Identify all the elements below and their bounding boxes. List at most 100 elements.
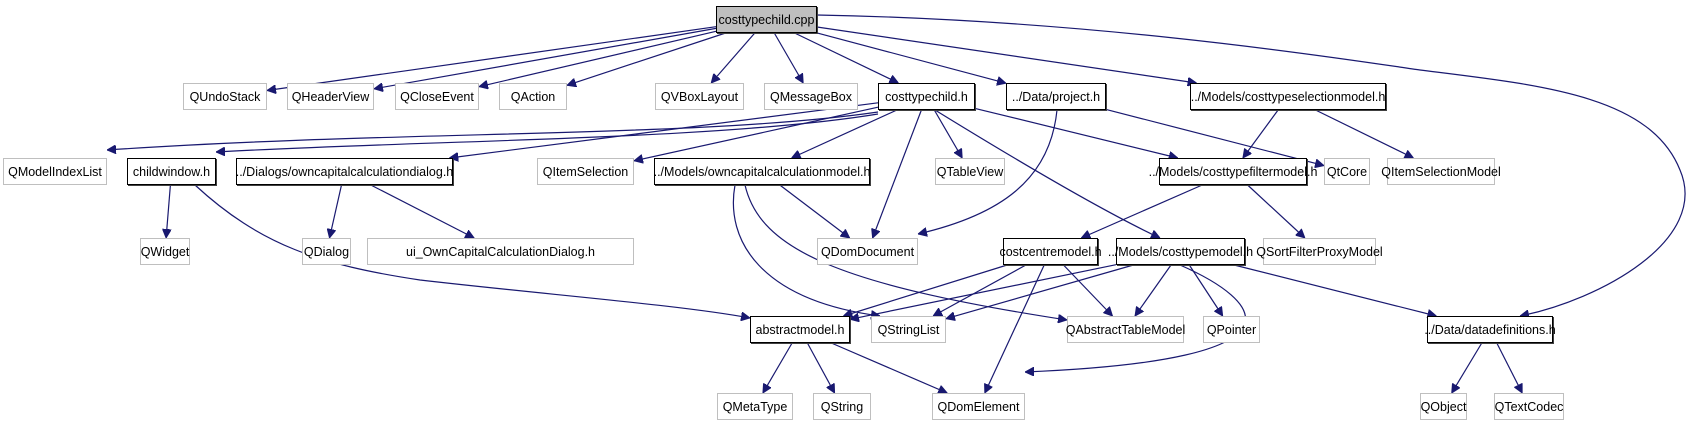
node-costtypemodel-h[interactable]: ../Models/costtypemodel.h — [1108, 238, 1253, 265]
node-label: QPointer — [1206, 322, 1257, 337]
node-label: QWidget — [140, 244, 190, 259]
edge-childwindow-h-to-abstractmodel-h — [194, 184, 750, 318]
node-label: QTextCodec — [1494, 399, 1564, 414]
node-qtableview[interactable]: QTableView — [935, 158, 1005, 185]
edge-owncapdialog-h-to-qdialog — [330, 184, 343, 238]
node-costtypefiltermodel-h[interactable]: ../Models/costtypefiltermodel.h — [1149, 158, 1317, 185]
node-datadefinitions-h[interactable]: ../Data/datadefinitions.h — [1424, 316, 1556, 343]
node-costtypechild-h[interactable]: costtypechild.h — [878, 83, 975, 110]
edge-costtypechild-h-to-costtypemodel-h — [934, 109, 1160, 238]
node-owncapmodel-h[interactable]: ../Models/owncapitalcalculationmodel.h — [654, 158, 870, 185]
edge-costtypemodel-h-to-abstractmodel-h — [850, 264, 1117, 320]
edge-datadefinitions-h-to-qtextcodec — [1496, 342, 1523, 393]
node-qstring[interactable]: QString — [813, 393, 871, 420]
node-label: abstractmodel.h — [755, 322, 845, 337]
edge-costtypeselectionmodel-h-to-qitemselectionmodel — [1315, 109, 1414, 159]
node-qmodelindexlist[interactable]: QModelIndexList — [3, 158, 107, 185]
node-costcentremodel-h[interactable]: costcentremodel.h — [999, 238, 1102, 265]
node-qmessagebox[interactable]: QMessageBox — [764, 83, 858, 110]
edge-costtypechild-h-to-costtypefiltermodel-h — [974, 107, 1178, 158]
edge-costtypechild-h-to-owncapdialog-h — [449, 102, 879, 158]
edge-root-to-costtypechild-h — [794, 32, 899, 83]
edge-costtypechild-h-to-qdomdocument — [873, 109, 922, 238]
edge-abstractmodel-h-to-qdomelement — [831, 342, 947, 393]
node-qobject[interactable]: QObject — [1420, 393, 1467, 420]
node-qmetatype[interactable]: QMetaType — [717, 393, 793, 420]
edge-root-to-qmessagebox — [773, 32, 804, 83]
node-label: QStringList — [877, 322, 940, 337]
edge-costcentremodel-h-to-qstringlist — [933, 264, 1027, 317]
edge-project-h-to-qdomdocument — [918, 109, 1058, 234]
edge-costcentremodel-h-to-qdomelement — [985, 264, 1045, 393]
node-qcloseevent[interactable]: QCloseEvent — [395, 83, 479, 110]
edge-childwindow-h-to-qwidget — [166, 184, 170, 238]
node-qundostack[interactable]: QUndoStack — [183, 83, 267, 110]
edge-costcentremodel-h-to-abstractmodel-h — [843, 264, 1008, 316]
node-project-h[interactable]: ../Data/project.h — [1006, 83, 1106, 110]
edge-costtypemodel-h-to-qabstracttablemodel — [1135, 264, 1172, 316]
node-qheaderview[interactable]: QHeaderView — [287, 83, 374, 110]
node-label: ../Dialogs/owncapitalcalculationdialog.h — [235, 164, 454, 179]
edge-root-to-costtypeselectionmodel-h — [816, 26, 1197, 83]
node-label: QAbstractTableModel — [1065, 322, 1186, 337]
node-ui-owncap-h[interactable]: ui_OwnCapitalCalculationDialog.h — [367, 238, 634, 265]
node-label: QDomElement — [937, 399, 1020, 414]
edge-datadefinitions-h-to-qobject — [1452, 342, 1483, 393]
edge-owncapmodel-h-to-qdomdocument — [779, 184, 850, 238]
edge-root-to-qundostack — [267, 26, 717, 91]
node-label: QVBoxLayout — [660, 89, 739, 104]
node-qwidget[interactable]: QWidget — [140, 238, 190, 265]
node-label: costcentremodel.h — [999, 244, 1102, 259]
node-label: costtypechild.cpp — [718, 12, 815, 27]
edge-costtypemodel-h-to-qstringlist — [946, 264, 1134, 319]
node-qtcore[interactable]: QtCore — [1324, 158, 1370, 185]
node-label: QAction — [510, 89, 556, 104]
node-qstringlist[interactable]: QStringList — [871, 316, 946, 343]
edge-root-to-qcloseevent — [479, 30, 717, 86]
edge-root-to-project-h — [816, 32, 1006, 83]
node-label: QTableView — [936, 164, 1004, 179]
node-qitemselection[interactable]: QItemSelection — [537, 158, 634, 185]
node-label: QItemSelection — [542, 164, 629, 179]
edge-costtypechild-h-to-qmodelindexlist — [107, 111, 879, 150]
edge-abstractmodel-h-to-qstring — [806, 342, 836, 393]
edge-costtypechild-h-to-qitemselection — [634, 106, 879, 161]
node-label: ui_OwnCapitalCalculationDialog.h — [406, 244, 595, 259]
edge-costtypemodel-h-to-datadefinitions-h — [1233, 264, 1436, 316]
node-root[interactable]: costtypechild.cpp — [716, 6, 817, 33]
node-qaction[interactable]: QAction — [499, 83, 567, 110]
node-childwindow-h[interactable]: childwindow.h — [127, 158, 216, 185]
edge-costtypefiltermodel-h-to-qsortfilterproxymodel — [1247, 184, 1305, 238]
node-qdomelement[interactable]: QDomElement — [932, 393, 1025, 420]
node-label: QMessageBox — [770, 89, 852, 104]
node-costtypeselectionmodel-h[interactable]: ../Models/costtypeselectionmodel.h — [1190, 83, 1386, 110]
edge-root-to-qheaderview — [374, 27, 717, 88]
edge-costtypechild-h-to-owncapmodel-h — [792, 109, 898, 158]
node-owncapdialog-h[interactable]: ../Dialogs/owncapitalcalculationdialog.h — [236, 158, 453, 185]
node-qitemselectionmodel[interactable]: QItemSelectionModel — [1381, 158, 1501, 185]
node-qdomdocument[interactable]: QDomDocument — [817, 238, 918, 265]
node-label: costtypechild.h — [885, 89, 968, 104]
node-label: QHeaderView — [291, 89, 370, 104]
edge-costtypemodel-h-to-qpointer — [1188, 264, 1222, 316]
node-abstractmodel-h[interactable]: abstractmodel.h — [750, 316, 850, 343]
edge-abstractmodel-h-to-qmetatype — [762, 342, 793, 393]
node-label: QDomDocument — [820, 244, 915, 259]
node-qabstracttablemodel[interactable]: QAbstractTableModel — [1065, 316, 1186, 343]
node-qsortfilterproxymodel[interactable]: QSortFilterProxyModel — [1256, 238, 1383, 265]
node-label: QItemSelectionModel — [1381, 164, 1501, 179]
node-label: QCloseEvent — [400, 89, 474, 104]
node-label: QModelIndexList — [8, 164, 102, 179]
edge-owncapmodel-h-to-qstringlist — [732, 184, 880, 316]
node-label: ../Models/owncapitalcalculationmodel.h — [653, 164, 871, 179]
edge-project-h-to-qtcore — [1105, 108, 1324, 165]
node-qpointer[interactable]: QPointer — [1203, 316, 1260, 343]
node-label: QDialog — [303, 244, 350, 259]
node-label: QObject — [1420, 399, 1467, 414]
edge-owncapdialog-h-to-ui-owncap-h — [370, 184, 474, 239]
edge-root-to-datadefinitions-h — [816, 14, 1686, 316]
node-qtextcodec[interactable]: QTextCodec — [1494, 393, 1564, 420]
node-qvboxlayout[interactable]: QVBoxLayout — [655, 83, 744, 110]
node-qdialog[interactable]: QDialog — [302, 238, 351, 265]
